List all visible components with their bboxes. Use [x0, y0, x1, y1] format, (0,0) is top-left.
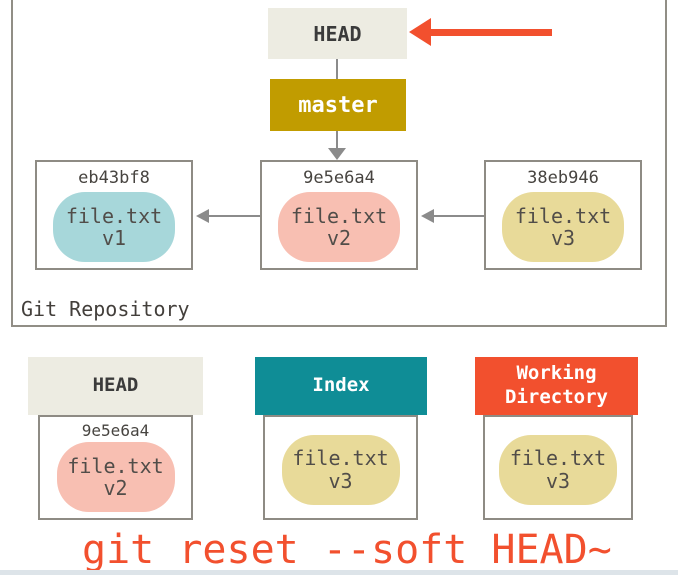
head-tree-header: HEAD: [28, 357, 203, 415]
working-directory-file: file.txt v3: [499, 434, 617, 505]
head-pointer-box: HEAD: [268, 8, 407, 59]
file-name: file.txt: [65, 203, 163, 228]
file-version: v1: [101, 226, 127, 250]
index-box: file.txt v3: [263, 415, 418, 520]
head-tree-box: 9e5e6a4 file.txt v2: [38, 415, 193, 520]
head-tree-file: file.txt v2: [56, 442, 175, 512]
master-to-commit-connector: [336, 131, 338, 150]
commit-box-9e5e6a4: 9e5e6a4 file.txt v2: [260, 160, 418, 270]
left-arrow-icon: [196, 209, 209, 223]
file-version: v3: [550, 226, 576, 250]
red-arrow-icon: [409, 18, 431, 46]
parent-arrow-shaft: [207, 215, 260, 217]
git-repository-label: Git Repository: [21, 297, 190, 321]
working-directory-header: Working Directory: [475, 357, 638, 415]
head-pointer-label: HEAD: [313, 21, 362, 46]
file-name: file.txt: [514, 203, 612, 228]
down-arrow-icon: [328, 148, 346, 160]
commit-hash: eb43bf8: [78, 168, 150, 188]
parent-arrow-shaft: [432, 215, 484, 217]
index-header: Index: [255, 357, 427, 415]
file-snapshot-v2: file.txt v2: [278, 192, 400, 262]
commit-hash: 38eb946: [527, 168, 599, 188]
master-branch-box: master: [270, 79, 406, 131]
file-name: file.txt: [290, 203, 388, 228]
bottom-edge-strip: [0, 570, 678, 575]
git-command-caption: git reset --soft HEAD~: [82, 527, 612, 573]
file-name: file.txt: [509, 446, 607, 471]
file-snapshot-v1: file.txt v1: [53, 192, 175, 262]
file-name: file.txt: [292, 446, 389, 471]
file-version: v2: [326, 226, 352, 250]
master-branch-label: master: [298, 92, 378, 118]
file-version: v3: [545, 468, 571, 493]
index-file: file.txt v3: [281, 434, 400, 505]
commit-box-38eb946: 38eb946 file.txt v3: [484, 160, 642, 270]
file-version: v2: [103, 476, 128, 500]
left-arrow-icon: [421, 209, 434, 223]
file-name: file.txt: [67, 453, 164, 478]
commit-box-eb43bf8: eb43bf8 file.txt v1: [35, 160, 193, 270]
head-tree-hash: 9e5e6a4: [81, 421, 150, 440]
file-snapshot-v3: file.txt v3: [502, 192, 624, 262]
working-directory-box: file.txt v3: [483, 415, 633, 520]
red-arrow-shaft: [430, 29, 552, 36]
head-tree-title: HEAD: [92, 374, 139, 397]
working-directory-title: Working Directory: [505, 362, 608, 408]
index-title: Index: [312, 374, 370, 397]
file-version: v3: [328, 468, 353, 493]
head-to-master-connector: [336, 59, 338, 79]
commit-hash: 9e5e6a4: [303, 168, 375, 188]
